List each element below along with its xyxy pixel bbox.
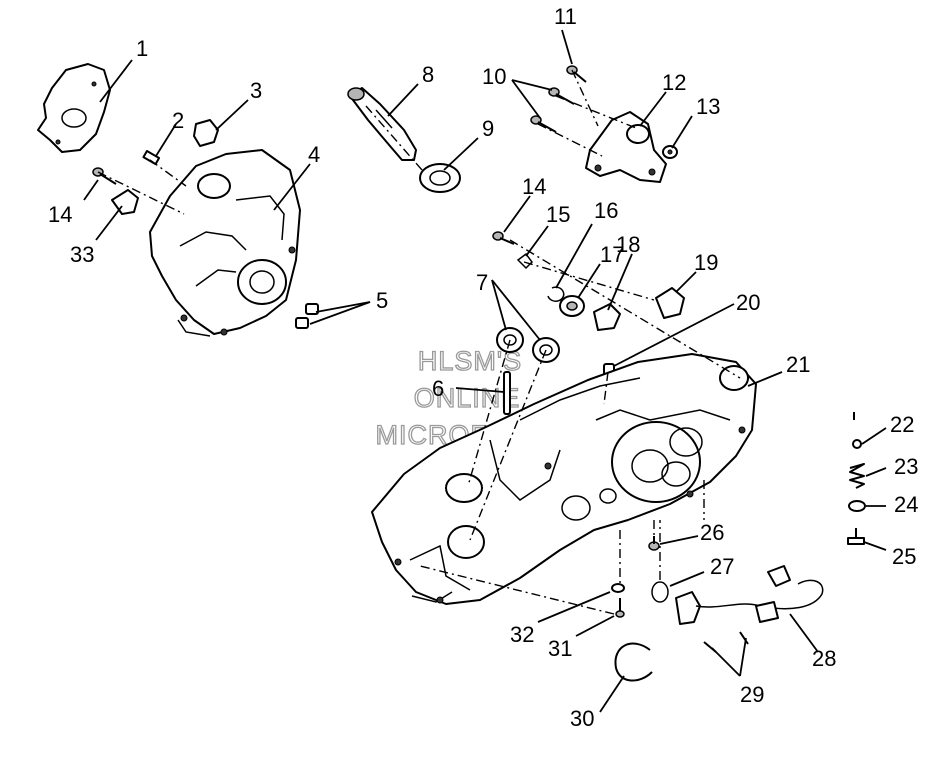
part-13-washer [662, 145, 678, 159]
callout-22: 22 [890, 412, 914, 437]
callout-29: 29 [740, 682, 764, 707]
part-23-spring [849, 463, 865, 489]
callout-17: 17 [600, 242, 624, 267]
part-18-bushing [593, 303, 621, 331]
callout-26: 26 [700, 520, 724, 545]
callout-4: 4 [308, 142, 320, 167]
callout-1: 1 [136, 36, 148, 61]
callout-15: 15 [546, 202, 570, 227]
callout-10: 10 [482, 64, 506, 89]
callout-19: 19 [694, 250, 718, 275]
part-6-dowel [503, 371, 511, 415]
part-33-clip [111, 189, 139, 215]
assembly-lines [97, 69, 741, 615]
part-10-bolts [530, 87, 575, 133]
callout-9: 9 [482, 116, 494, 141]
part-29-screws [703, 631, 749, 653]
callout-11: 11 [554, 4, 577, 29]
callout-27: 27 [710, 554, 734, 579]
callout-25: 25 [892, 544, 916, 569]
callout-16: 16 [594, 198, 618, 223]
callout-32: 32 [510, 622, 534, 647]
part-19-bushing [655, 287, 685, 319]
part-11-bolt [566, 65, 587, 83]
part-15-clip [516, 252, 533, 270]
callout-30: 30 [570, 706, 594, 731]
part-14-bolt-right [492, 231, 515, 245]
callout-labels: 1 2 3 4 5 6 7 8 9 10 11 12 13 14 14 15 1… [48, 4, 918, 731]
callout-7: 7 [476, 270, 488, 295]
callout-6: 6 [432, 376, 444, 401]
part-30-circlip [614, 642, 653, 682]
part-5-dowels [295, 303, 319, 329]
callout-31: 31 [548, 636, 572, 661]
leader-lines [83, 29, 887, 713]
callout-24: 24 [894, 492, 918, 517]
watermark-line-2: ONLINE [414, 383, 521, 413]
part-12-bracket [585, 111, 667, 183]
callout-33: 33 [70, 242, 94, 267]
callout-3: 3 [250, 78, 262, 103]
callout-5: 5 [376, 288, 388, 313]
part-2-pin [142, 150, 161, 166]
part-16-snap-ring [547, 286, 565, 302]
callout-12: 12 [662, 70, 686, 95]
callout-18: 18 [616, 232, 640, 257]
part-3-block [193, 119, 219, 147]
part-1-gasket [37, 63, 111, 153]
part-9-seal [419, 163, 461, 193]
part-21-crankcase [371, 353, 757, 605]
part-25-plug [847, 528, 865, 545]
callout-2: 2 [172, 108, 184, 133]
part-24-washer [848, 500, 866, 512]
part-27-o-ring [651, 581, 669, 603]
callout-8: 8 [422, 62, 434, 87]
callout-21: 21 [786, 352, 810, 377]
part-17-washer [559, 295, 585, 317]
part-28-sensor [675, 565, 824, 625]
part-22-pin [852, 412, 862, 449]
callout-14-left: 14 [48, 202, 72, 227]
callout-20: 20 [736, 290, 760, 315]
callout-13: 13 [696, 94, 720, 119]
callout-23: 23 [894, 454, 918, 479]
part-31-bolt [615, 598, 625, 618]
part-32-washer [611, 583, 625, 593]
part-4-gear-housing [149, 149, 301, 337]
callout-28: 28 [812, 646, 836, 671]
callout-14-right: 14 [522, 174, 546, 199]
